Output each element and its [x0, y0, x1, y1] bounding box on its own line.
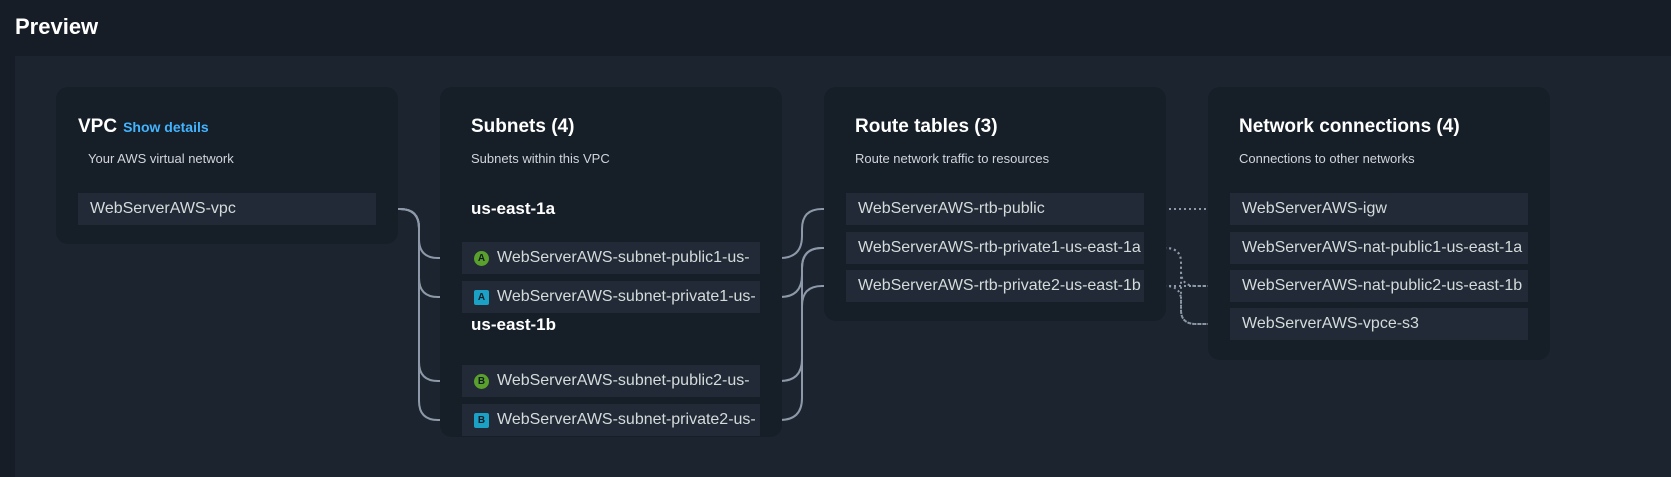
subnet-label: WebServerAWS-subnet-private1-us-: [497, 288, 756, 305]
internet-gateway-node[interactable]: WebServerAWS-igw: [1230, 193, 1528, 225]
route-table-public-node[interactable]: WebServerAWS-rtb-public: [846, 193, 1144, 225]
nat-gateway-1b-node[interactable]: WebServerAWS-nat-public2-us-east-1b: [1230, 270, 1528, 302]
route-table-label: WebServerAWS-rtb-public: [858, 200, 1045, 217]
subnet-label: WebServerAWS-subnet-private2-us-: [497, 411, 756, 428]
network-connections-subtitle: Connections to other networks: [1239, 151, 1415, 166]
route-tables-title: Route tables (3): [855, 116, 998, 137]
subnet-public1-node[interactable]: A WebServerAWS-subnet-public1-us-: [462, 242, 760, 274]
subnets-title: Subnets (4): [471, 116, 575, 137]
public-subnet-icon: B: [474, 373, 489, 389]
public-subnet-icon: A: [474, 250, 489, 266]
show-details-link[interactable]: Show details: [123, 119, 209, 135]
vpc-node[interactable]: WebServerAWS-vpc: [78, 193, 376, 225]
vpc-title-row: VPC Show details: [78, 116, 209, 138]
vpc-endpoint-s3-node[interactable]: WebServerAWS-vpce-s3: [1230, 308, 1528, 340]
private-subnet-icon: B: [474, 412, 489, 428]
subnets-subtitle: Subnets within this VPC: [471, 151, 610, 166]
route-table-private2-node[interactable]: WebServerAWS-rtb-private2-us-east-1b: [846, 270, 1144, 302]
network-connection-label: WebServerAWS-nat-public2-us-east-1b: [1242, 277, 1523, 294]
route-table-label: WebServerAWS-rtb-private1-us-east-1a: [858, 239, 1141, 256]
route-table-private1-node[interactable]: WebServerAWS-rtb-private1-us-east-1a: [846, 232, 1144, 264]
page-title: Preview: [15, 14, 99, 39]
network-connection-label: WebServerAWS-nat-public1-us-east-1a: [1242, 239, 1523, 256]
network-connections-title: Network connections (4): [1239, 116, 1460, 137]
az-title-us-east-1a: us-east-1a: [471, 199, 556, 218]
nat-gateway-1a-node[interactable]: WebServerAWS-nat-public1-us-east-1a: [1230, 232, 1528, 264]
resource-map-canvas: VPC Show details Your AWS virtual network…: [15, 56, 1671, 477]
vpc-title: VPC: [78, 116, 118, 137]
network-connection-label: WebServerAWS-vpce-s3: [1242, 315, 1419, 332]
subnet-private2-node[interactable]: B WebServerAWS-subnet-private2-us-: [462, 404, 760, 436]
subnet-label: WebServerAWS-subnet-public1-us-: [497, 249, 750, 266]
subnet-public2-node[interactable]: B WebServerAWS-subnet-public2-us-: [462, 365, 760, 397]
route-tables-subtitle: Route network traffic to resources: [855, 151, 1050, 166]
route-table-label: WebServerAWS-rtb-private2-us-east-1b: [858, 277, 1141, 294]
subnet-private1-node[interactable]: A WebServerAWS-subnet-private1-us-: [462, 281, 760, 313]
network-connection-label: WebServerAWS-igw: [1242, 200, 1387, 217]
private-subnet-icon: A: [474, 289, 489, 305]
subnet-label: WebServerAWS-subnet-public2-us-: [497, 372, 750, 389]
vpc-subtitle: Your AWS virtual network: [88, 151, 234, 166]
vpc-node-label: WebServerAWS-vpc: [90, 200, 236, 217]
az-title-us-east-1b: us-east-1b: [471, 315, 557, 334]
